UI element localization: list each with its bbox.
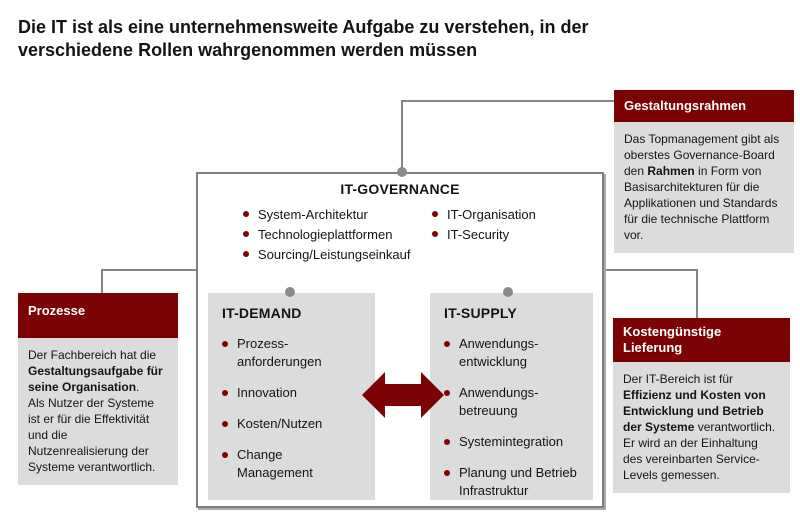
connector-node-icon	[503, 287, 513, 297]
it-demand-title: IT-DEMAND	[222, 305, 302, 321]
bullet-icon	[222, 341, 228, 347]
body-text: Als Nutzer der Systeme ist er für die Ef…	[28, 396, 156, 474]
page-title: Die IT ist als eine unternehmensweite Au…	[18, 16, 758, 62]
bullet-label: Systemintegration	[459, 434, 564, 449]
bullet-icon	[222, 421, 228, 427]
bullet-label: IT-Security	[447, 226, 510, 242]
bullet-label: Anwendungs-betreuung	[459, 385, 539, 418]
body-text: Der IT-Bereich ist für	[623, 372, 734, 386]
bullet-label: Planung und Betrieb Infrastruktur	[459, 465, 577, 498]
demand-supply-exchange-arrow-icon	[362, 370, 444, 420]
list-item: Anwendungs-entwicklung	[444, 335, 593, 371]
bullet-icon	[444, 439, 450, 445]
bullet-icon	[222, 452, 228, 458]
gestaltungsrahmen-header: Gestaltungsrahmen	[614, 90, 794, 122]
page-title-line1: Die IT ist als eine unternehmensweite Au…	[18, 17, 589, 37]
list-item: Sourcing/Leistungseinkauf	[243, 244, 411, 264]
body-text: .	[136, 380, 140, 394]
page-title-line2: verschiedene Rollen wahrgenommen werden …	[18, 40, 478, 60]
gestaltungsrahmen-body: Das Topmanagement gibt als oberstes Gove…	[614, 122, 794, 253]
list-item: Change Management	[222, 446, 375, 482]
it-supply-box: IT-SUPPLY Anwendungs-entwicklung Anwendu…	[430, 293, 593, 500]
list-item: Planung und Betrieb Infrastruktur	[444, 464, 593, 500]
bullet-label: Change Management	[237, 447, 313, 480]
bullet-icon	[444, 470, 450, 476]
kosten-header: Kostengünstige Lieferung	[613, 318, 790, 362]
bullet-icon	[444, 341, 450, 347]
bullet-label: Prozess-anforderungen	[237, 336, 322, 369]
kosten-body: Der IT-Bereich ist für Effizienz und Kos…	[613, 362, 790, 493]
list-item: Prozess-anforderungen	[222, 335, 375, 371]
connector-kosten-drop	[696, 269, 698, 318]
body-text-bold: Gestaltungsaufgabe für seine Organisatio…	[28, 364, 163, 394]
bullet-icon	[432, 231, 438, 237]
connector-governance-vertical	[401, 100, 403, 172]
bullet-icon	[432, 211, 438, 217]
list-item: Anwendungs-betreuung	[444, 384, 593, 420]
bullet-label: Innovation	[237, 385, 297, 400]
bullet-label: Technologieplattformen	[258, 226, 393, 242]
bullet-icon	[222, 390, 228, 396]
prozesse-box: Prozesse Der Fachbereich hat die Gestalt…	[18, 293, 178, 485]
list-item: Technologieplattformen	[243, 224, 411, 244]
body-text-bold: Effizienz und Kosten von Entwicklung und…	[623, 388, 766, 434]
connector-node-icon	[397, 167, 407, 177]
it-supply-title: IT-SUPPLY	[444, 305, 517, 321]
bullet-label: Anwendungs-entwicklung	[459, 336, 539, 369]
list-item: Innovation	[222, 384, 375, 402]
prozesse-body: Der Fachbereich hat die Gestaltungsaufga…	[18, 338, 178, 485]
governance-bullet-list-right: IT-Organisation IT-Security	[432, 204, 536, 244]
it-demand-box: IT-DEMAND Prozess-anforderungen Innovati…	[208, 293, 375, 500]
bullet-icon	[243, 211, 249, 217]
list-item: IT-Security	[432, 224, 536, 244]
connector-governance-horizontal	[401, 100, 614, 102]
it-governance-title: IT-GOVERNANCE	[340, 181, 460, 197]
bullet-icon	[243, 251, 249, 257]
bullet-icon	[444, 390, 450, 396]
connector-node-icon	[285, 287, 295, 297]
body-text: Der Fachbereich hat die	[28, 348, 157, 362]
body-text: Das Topmanagement gibt als oberstes Gove…	[624, 132, 780, 178]
bullet-label: System-Architektur	[258, 206, 368, 222]
bullet-label: Kosten/Nutzen	[237, 416, 323, 431]
gestaltungsrahmen-box: Gestaltungsrahmen Das Topmanagement gibt…	[614, 90, 794, 253]
bullet-label: Sourcing/Leistungseinkauf	[258, 246, 411, 262]
governance-bullet-list-left: System-Architektur Technologieplattforme…	[243, 204, 411, 264]
bullet-icon	[243, 231, 249, 237]
body-text: in Form von Basisarchitekturen für die A…	[624, 164, 778, 242]
list-item: System-Architektur	[243, 204, 411, 224]
body-text: verantwortlich. Er wird an der Einhaltun…	[623, 420, 776, 482]
list-item: Systemintegration	[444, 433, 593, 451]
prozesse-header: Prozesse	[18, 293, 178, 338]
connector-prozesse-drop	[101, 269, 103, 293]
kostenguenstige-lieferung-box: Kostengünstige Lieferung Der IT-Bereich …	[613, 318, 790, 493]
list-item: Kosten/Nutzen	[222, 415, 375, 433]
body-text-bold: Rahmen	[647, 164, 695, 178]
list-item: IT-Organisation	[432, 204, 536, 224]
bullet-label: IT-Organisation	[447, 206, 536, 222]
